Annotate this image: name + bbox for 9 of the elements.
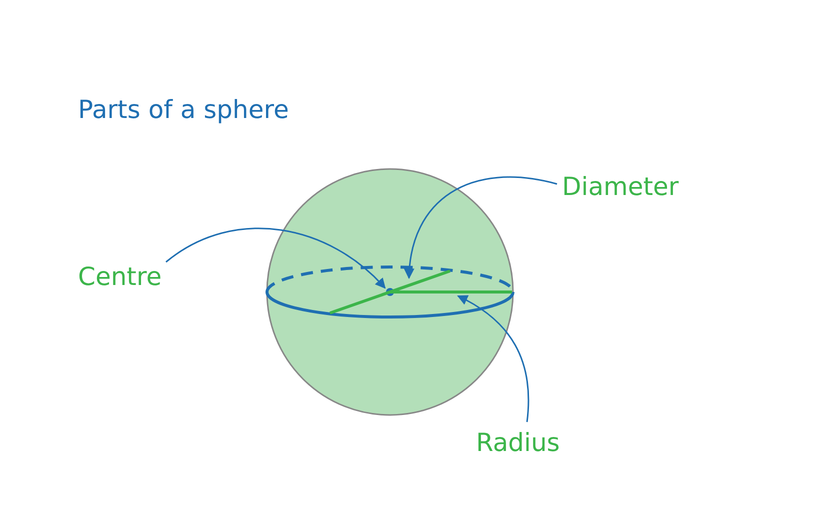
diameter-line xyxy=(330,270,450,314)
leader-line xyxy=(457,295,530,422)
part-label: Radius xyxy=(476,428,560,457)
part-label: Centre xyxy=(78,262,162,291)
radius-line xyxy=(390,290,512,294)
title: Parts of a sphere xyxy=(78,95,289,124)
part-label: Diameter xyxy=(562,172,679,201)
leader-line xyxy=(404,176,558,280)
leader-line xyxy=(166,228,386,289)
